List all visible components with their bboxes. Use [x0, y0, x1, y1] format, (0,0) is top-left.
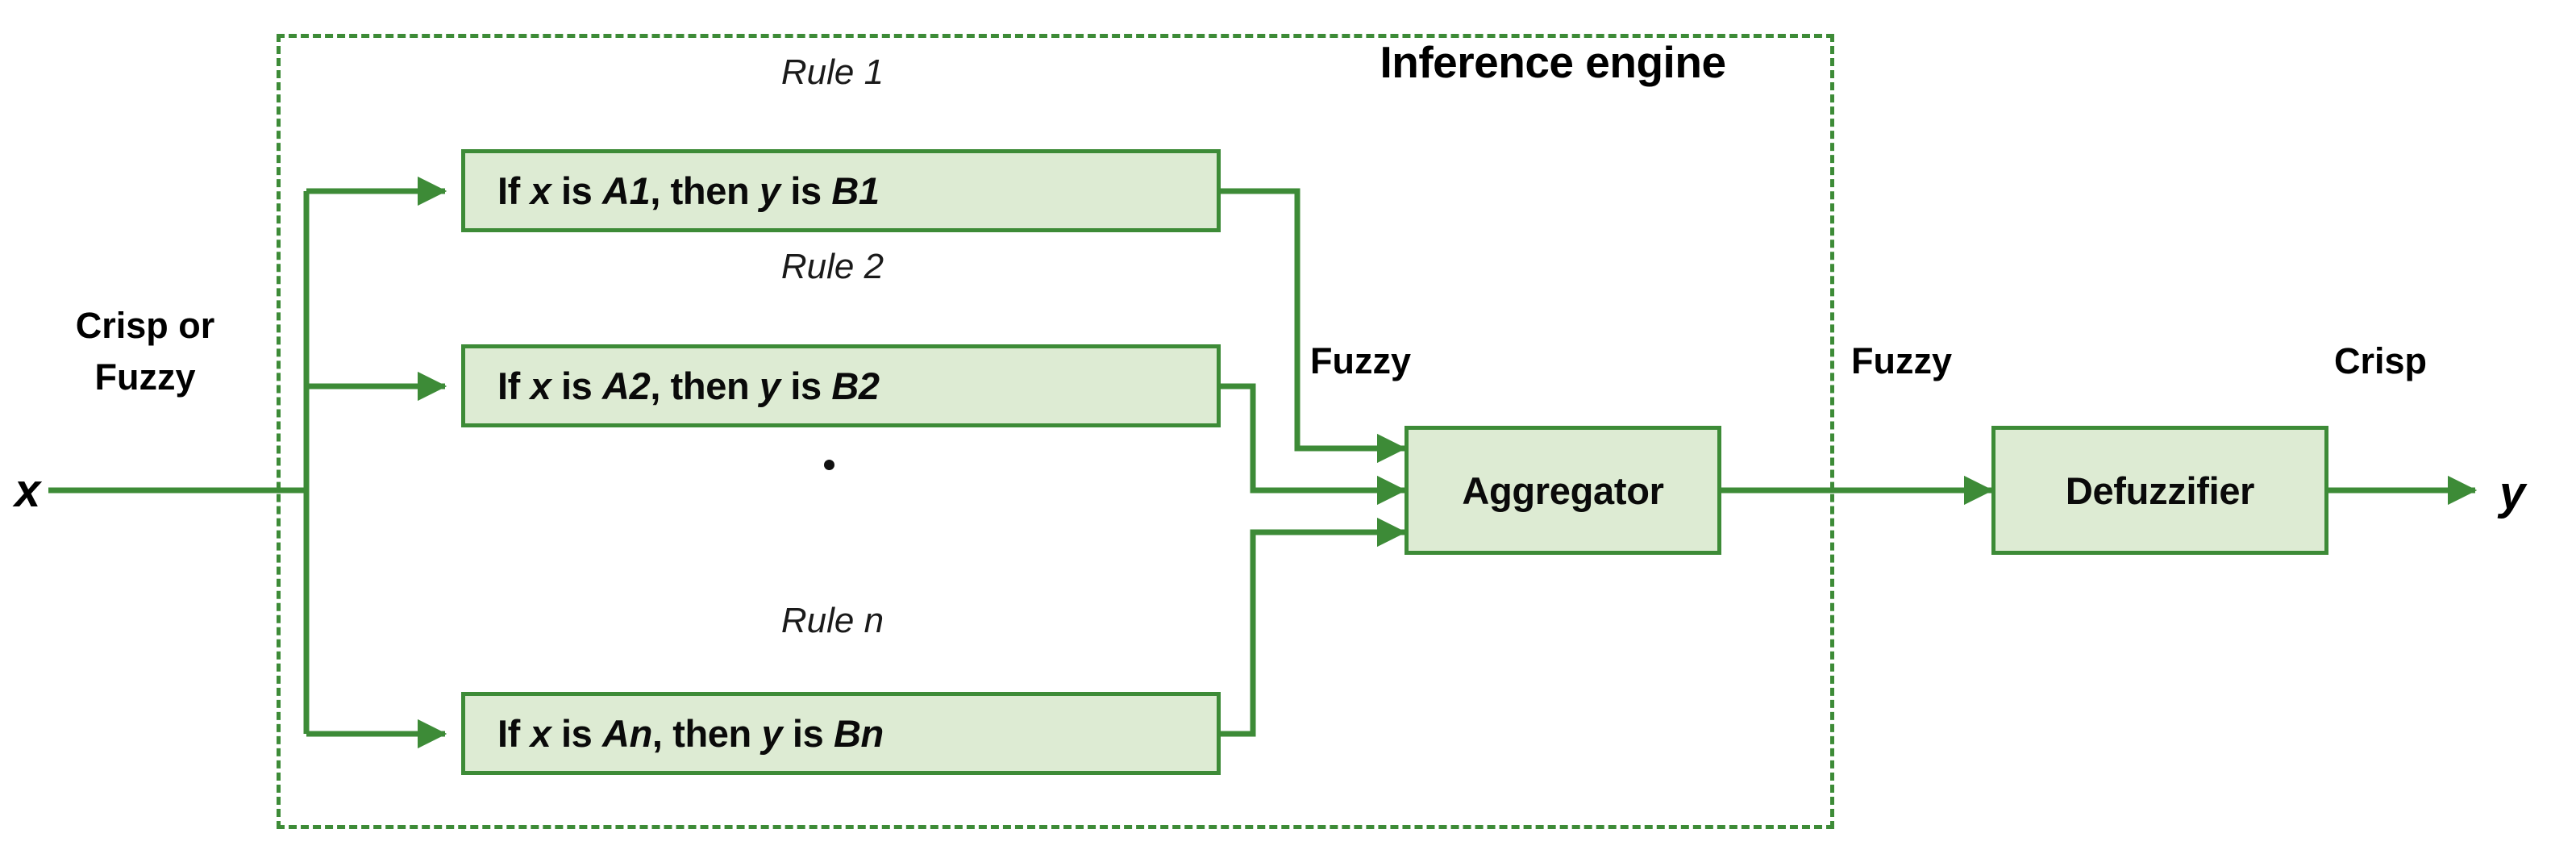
input-type-label-line2: Fuzzy — [94, 356, 196, 398]
defuzzifier-input-fuzzy-label: Fuzzy — [1851, 340, 1953, 381]
rule-box-1[interactable]: If x is A1, then y is B1 — [461, 149, 1221, 232]
rule-box-2[interactable]: If x is A2, then y is B2 — [461, 344, 1221, 427]
output-variable-y: y — [2499, 467, 2526, 519]
inference-engine-container — [277, 34, 1834, 829]
aggregator-input-fuzzy-label: Fuzzy — [1310, 340, 1412, 381]
rule-text-n: If x is An, then y is Bn — [497, 712, 884, 755]
rule-label-n: Rule n — [780, 601, 884, 640]
output-crisp-label: Crisp — [2334, 340, 2428, 381]
aggregator-label: Aggregator — [1462, 469, 1664, 512]
defuzzifier-label: Defuzzifier — [2065, 469, 2255, 512]
rule-box-n[interactable]: If x is An, then y is Bn — [461, 692, 1221, 775]
rule-label-1: Rule 1 — [780, 52, 884, 92]
rule-text-1: If x is A1, then y is B1 — [497, 169, 880, 212]
defuzzifier-box[interactable]: Defuzzifier — [1991, 426, 2328, 555]
rule-label-2: Rule 2 — [780, 247, 884, 286]
inference-engine-title: Inference engine — [1380, 37, 1726, 87]
aggregator-box[interactable]: Aggregator — [1405, 426, 1721, 555]
rule-text-2: If x is A2, then y is B2 — [497, 365, 880, 407]
input-variable-x: x — [15, 464, 41, 517]
rule-ellipsis-dot — [824, 460, 834, 470]
input-type-label-line1: Crisp or — [75, 305, 215, 346]
